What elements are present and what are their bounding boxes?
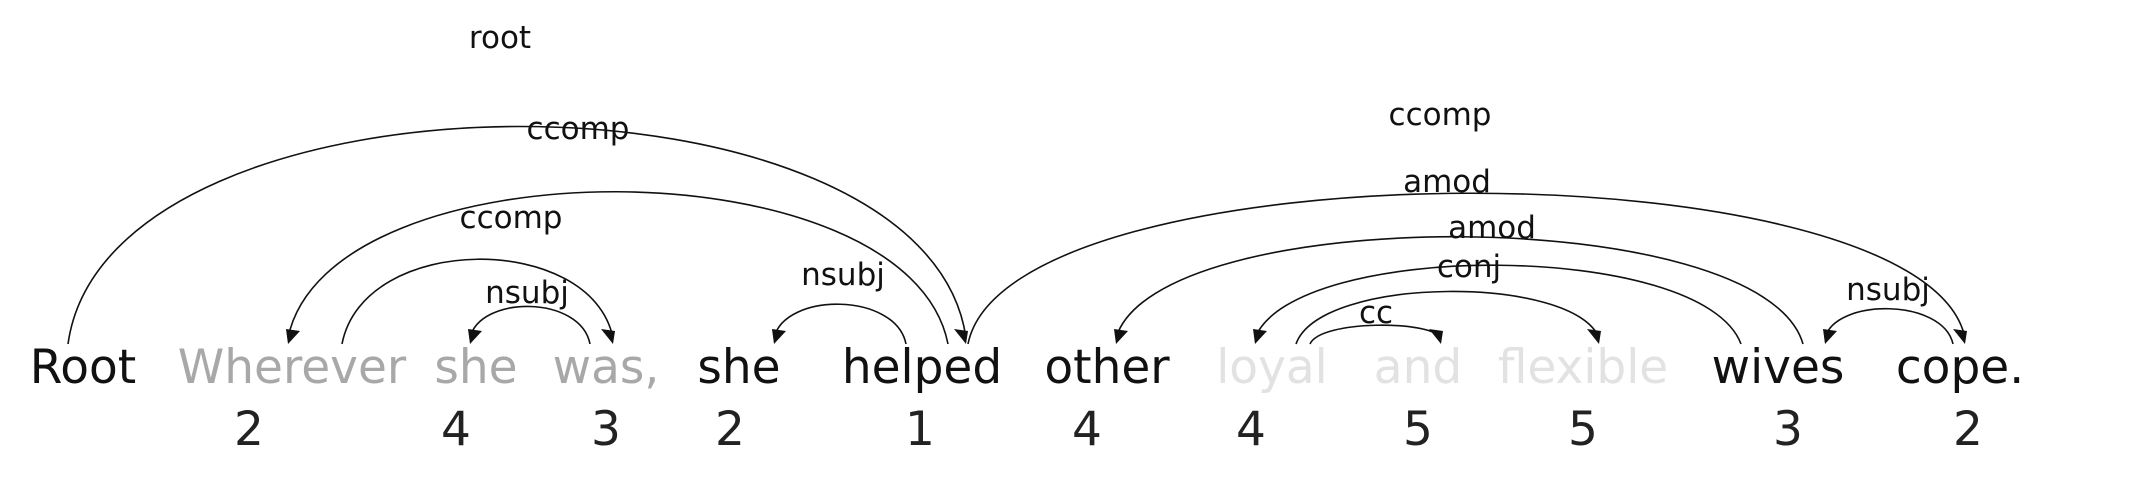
token-and: and	[1374, 340, 1462, 395]
arrowhead-icon	[954, 329, 968, 344]
arrowhead-icon	[286, 329, 300, 344]
relation-label-conj: conj	[1437, 249, 1501, 285]
arrowhead-icon	[1587, 329, 1601, 344]
token-helped: helped	[842, 340, 1002, 395]
relation-label-nsubj: nsubj	[485, 275, 569, 311]
arc-nsubj	[469, 305, 591, 345]
depth-number: 2	[715, 402, 745, 457]
relation-label-ccomp: ccomp	[527, 111, 630, 147]
arc-amod	[1254, 264, 1742, 345]
relation-label-ccomp: ccomp	[460, 200, 563, 236]
token-she2: she	[697, 340, 780, 395]
depth-number: 5	[1403, 402, 1433, 457]
depth-number: 3	[1773, 402, 1803, 457]
arc-amod	[1115, 235, 1804, 345]
arc-ccomp	[341, 258, 614, 345]
token-she1: she	[434, 340, 517, 395]
relation-label-root: root	[469, 20, 531, 56]
token-was: was,	[553, 340, 660, 395]
arrowhead-icon	[1114, 329, 1128, 344]
token-other: other	[1044, 340, 1170, 395]
depth-number: 4	[1236, 402, 1266, 457]
arrowhead-icon	[468, 329, 482, 344]
token-root: Root	[30, 340, 136, 395]
token-wherever: Wherever	[178, 340, 407, 395]
relation-label-cc: cc	[1359, 295, 1393, 331]
token-flexible: flexible	[1498, 340, 1668, 395]
arc-nsubj	[1824, 307, 1954, 345]
arc-root	[67, 125, 967, 345]
arrowhead-icon	[1823, 329, 1837, 344]
depth-number: 2	[234, 402, 264, 457]
token-loyal: loyal	[1216, 340, 1328, 395]
depth-number: 1	[905, 402, 935, 457]
arc-ccomp	[287, 190, 949, 345]
relation-label-amod: amod	[1403, 164, 1491, 200]
arrowhead-icon	[1253, 329, 1267, 344]
depth-row: 2 4 3 2 1 4 4 5 5 3 2	[234, 402, 1983, 457]
relation-label-nsubj: nsubj	[1846, 272, 1930, 308]
dependency-arcs	[67, 125, 1967, 345]
relation-label-amod: amod	[1448, 210, 1536, 246]
relation-label-ccomp: ccomp	[1389, 97, 1492, 133]
depth-number: 2	[1953, 402, 1983, 457]
depth-number: 4	[1072, 402, 1102, 457]
depth-number: 4	[441, 402, 471, 457]
token-wives: wives	[1712, 340, 1845, 395]
arrowhead-icon	[1429, 329, 1443, 344]
arc-conj	[1295, 290, 1600, 345]
arc-nsubj	[773, 303, 907, 345]
arrowhead-icon	[772, 329, 786, 344]
depth-number: 3	[591, 402, 621, 457]
relation-label-nsubj: nsubj	[801, 257, 885, 293]
arrowhead-icon	[1953, 329, 1967, 344]
arc-ccomp	[967, 192, 1966, 345]
depth-number: 5	[1568, 402, 1598, 457]
token-cope: cope.	[1896, 340, 2024, 395]
arrowhead-icon	[601, 329, 615, 344]
